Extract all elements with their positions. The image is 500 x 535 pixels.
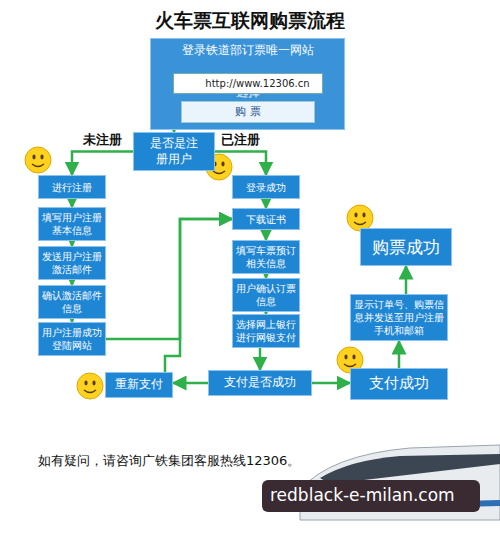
smiley-icon bbox=[25, 147, 51, 173]
process-box: 进行注册 bbox=[38, 175, 106, 199]
node-text: 支付是否成功 bbox=[224, 375, 296, 391]
process-box: 登录成功 bbox=[232, 175, 300, 199]
flow-arrow bbox=[265, 230, 268, 240]
process-box: 用户注册成功登陆网站 bbox=[38, 322, 106, 356]
node-text: 重新支付 bbox=[115, 377, 163, 393]
process-box: 下载证书 bbox=[232, 208, 300, 230]
edge-label: 已注册 bbox=[219, 131, 262, 149]
smiley-icon bbox=[77, 373, 103, 399]
flow-arrow bbox=[173, 382, 208, 385]
process-box: 支付成功 bbox=[350, 368, 448, 400]
node-text: 填写车票预订相关信息 bbox=[236, 244, 296, 270]
node-text: http://www.12306.cn bbox=[205, 77, 309, 90]
watermark-band bbox=[262, 480, 480, 512]
process-box: 显示订单号、购票信息并发送至用户注册手机和邮箱 bbox=[350, 294, 448, 341]
flow-arrow bbox=[259, 348, 262, 370]
flow-arrow bbox=[398, 341, 401, 368]
flow-arrow bbox=[265, 199, 268, 208]
node-text: 用户注册成功登陆网站 bbox=[42, 326, 102, 352]
flow-arrow bbox=[405, 266, 408, 294]
diagram-title: 火车票互联网购票流程 bbox=[0, 8, 500, 34]
watermark: redblack-e-milan.com bbox=[270, 485, 455, 505]
node-text: 发送用户注册激活邮件 bbox=[42, 250, 102, 276]
node-text: 选择网上银行进行网银支付 bbox=[236, 318, 296, 344]
process-box: 购票成功 bbox=[360, 228, 452, 266]
flow-arrow bbox=[215, 152, 266, 175]
node-text: 支付成功 bbox=[369, 374, 429, 394]
node-text: 下载证书 bbox=[246, 213, 286, 226]
node-text: 是否是注册用户 bbox=[148, 136, 200, 167]
note-text: 如有疑问，请咨询广铁集团客服热线12306。 bbox=[38, 452, 300, 470]
node-text: 填写用户注册基本信息 bbox=[42, 211, 102, 237]
decision-box: 支付是否成功 bbox=[208, 370, 312, 396]
process-box: 重新支付 bbox=[105, 372, 173, 398]
process-box: 填写用户注册基本信息 bbox=[38, 207, 106, 241]
flow-arrow bbox=[71, 199, 74, 207]
flow-arrow bbox=[72, 152, 133, 175]
node-text: 用户确认订票信息 bbox=[236, 282, 296, 308]
node-text: 购 票 bbox=[235, 105, 261, 119]
process-box: 用户确认订票信息 bbox=[232, 278, 300, 312]
node-text: 登录铁道部订票唯一网站 bbox=[151, 43, 344, 59]
process-box: 选择网上银行进行网银支付 bbox=[232, 314, 300, 348]
node-text: 确认激活邮件信息 bbox=[42, 289, 102, 315]
node-text: 购票成功 bbox=[372, 236, 440, 258]
flow-arrow bbox=[165, 219, 232, 372]
process-box: 发送用户注册激活邮件 bbox=[38, 246, 106, 280]
process-box: 填写车票预订相关信息 bbox=[232, 240, 300, 274]
process-box: 确认激活邮件信息 bbox=[38, 285, 106, 319]
process-box: 登录铁道部订票唯一网站选择http://www.12306.cn购 票 bbox=[150, 38, 345, 130]
process-box: 购 票 bbox=[181, 101, 315, 123]
flow-arrow bbox=[312, 382, 350, 385]
process-box: http://www.12306.cn bbox=[173, 73, 323, 94]
node-text: 登录成功 bbox=[246, 181, 286, 194]
edge-label: 未注册 bbox=[81, 131, 124, 149]
node-text: 进行注册 bbox=[52, 181, 92, 194]
flow-arrow bbox=[106, 219, 232, 339]
node-text: 显示订单号、购票信息并发送至用户注册手机和邮箱 bbox=[354, 298, 444, 337]
decision-box: 是否是注册用户 bbox=[133, 132, 215, 171]
